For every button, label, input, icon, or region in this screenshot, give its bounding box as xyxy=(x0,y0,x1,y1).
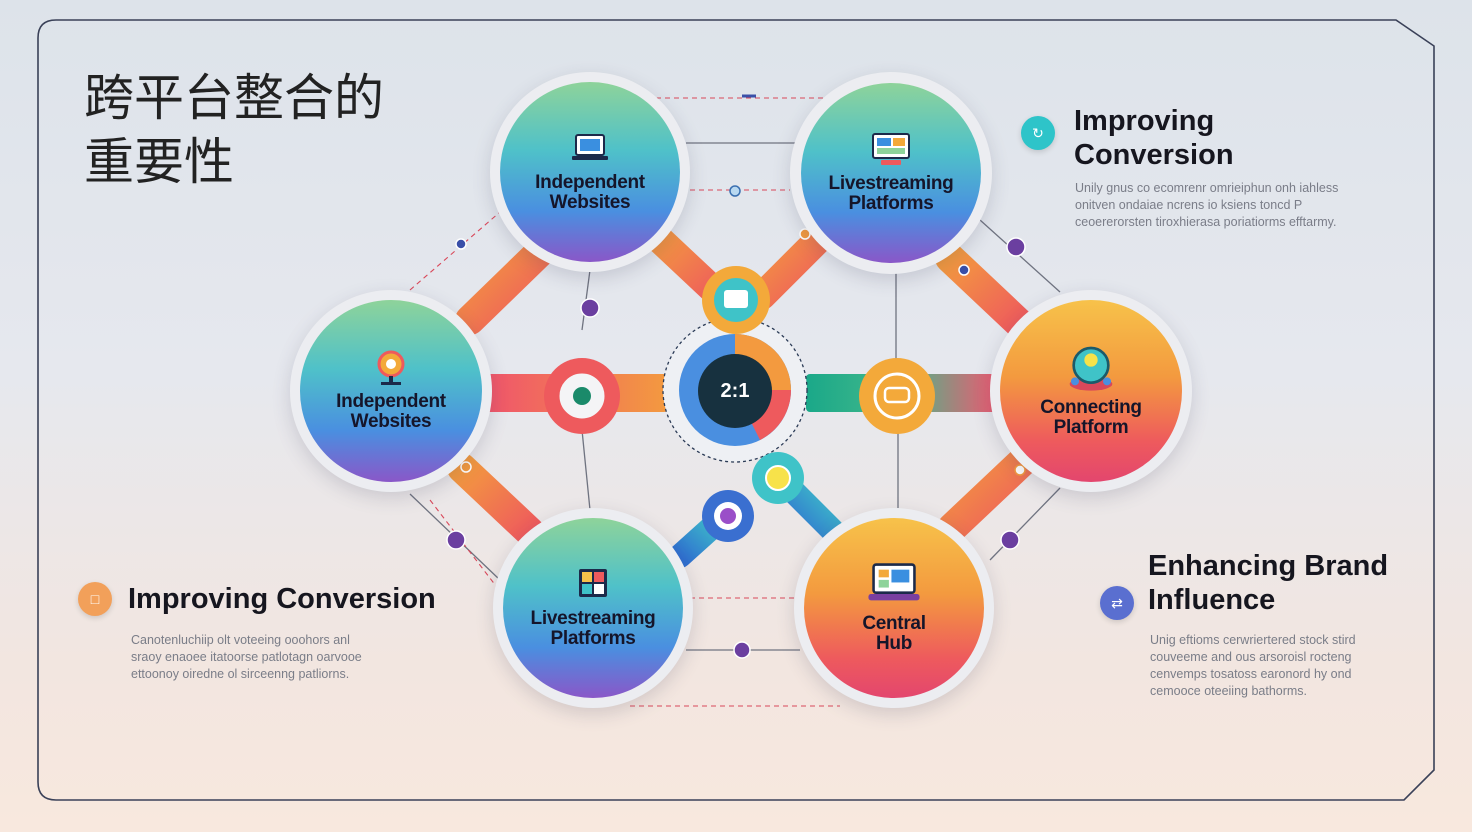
laptop-chart-icon xyxy=(868,563,920,601)
side-top-right-heading: Improving Conversion xyxy=(1074,105,1234,171)
network-icon xyxy=(1069,346,1113,391)
side-left-heading: Improving Conversion xyxy=(128,583,436,615)
thin-connectors xyxy=(409,142,1061,651)
dashboard-icon xyxy=(579,569,607,597)
location-pin-icon xyxy=(377,350,405,385)
side-top-right-description: Unily gnus co ecomrenr omrieiphun onh ia… xyxy=(1075,181,1339,229)
page-title: 跨平台整合的 重要性 xyxy=(84,69,384,191)
side-right-description: Unig eftioms cerwriertered stock stird c… xyxy=(1150,633,1356,698)
hub-label: 2:1 xyxy=(698,354,772,428)
junction-dots xyxy=(446,185,1029,659)
side-left-description: Canotenluchiip olt voteeing ooohors anl … xyxy=(131,633,362,681)
frame-border xyxy=(37,19,1435,801)
cart-icon: □ xyxy=(78,582,112,616)
monitor-icon xyxy=(872,133,910,165)
sync-icon: ⇄ xyxy=(1100,586,1134,620)
connector-badges xyxy=(544,266,935,542)
refresh-icon: ↻ xyxy=(1021,116,1055,150)
side-right-heading: Enhancing Brand Influence xyxy=(1148,550,1389,616)
laptop-icon xyxy=(572,134,608,160)
